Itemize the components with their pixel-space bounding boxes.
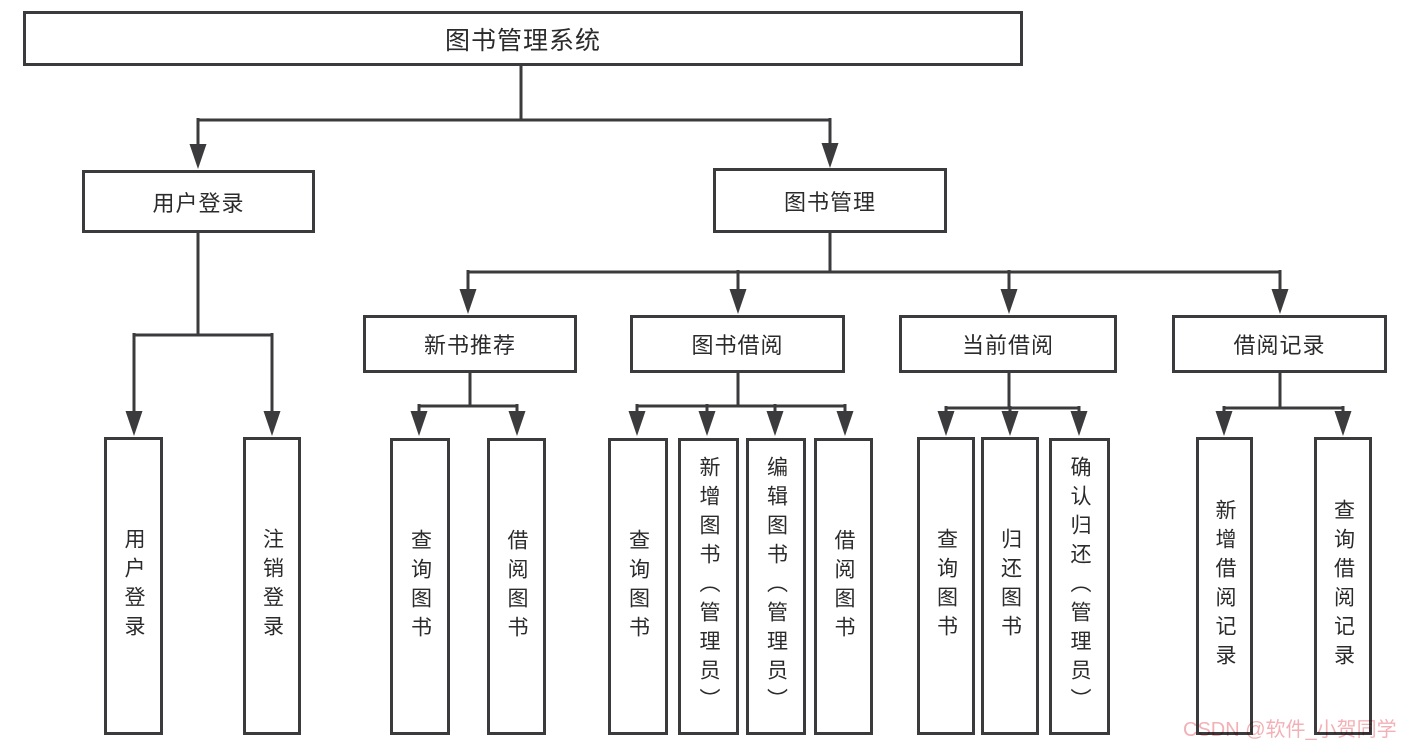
leaf-query-borrow-record-label: 查询借阅记录 (1331, 499, 1355, 673)
node-current-borrow-label: 当前借阅 (961, 333, 1054, 358)
node-user-login-label: 用户登录 (152, 190, 245, 216)
leaf-query-books-recommend: 查询图书 (390, 438, 450, 735)
node-book-management-label: 图书管理 (783, 189, 876, 215)
node-borrow-records: 借阅记录 (1172, 315, 1387, 373)
leaf-borrow-books: 借阅图书 (814, 438, 873, 735)
leaf-add-book-admin: 新增图书（管理员） (678, 438, 739, 735)
leaf-query-books-recommend-label: 查询图书 (408, 528, 432, 645)
leaf-logout-login: 注销登录 (243, 437, 301, 735)
leaf-borrow-books-recommend: 借阅图书 (487, 438, 546, 735)
node-root: 图书管理系统 (23, 11, 1023, 66)
node-new-book-recommend-label: 新书推荐 (423, 333, 516, 358)
leaf-return-book-label: 归还图书 (998, 528, 1022, 644)
leaf-logout-login-label: 注销登录 (260, 528, 284, 644)
node-book-borrow: 图书借阅 (630, 315, 845, 373)
leaf-add-book-admin-label: 新增图书（管理员） (697, 456, 720, 717)
leaf-query-books-current-label: 查询图书 (934, 528, 958, 644)
node-book-borrow-label: 图书借阅 (691, 333, 784, 358)
node-borrow-records-label: 借阅记录 (1233, 333, 1326, 358)
node-book-management: 图书管理 (713, 168, 947, 233)
leaf-borrow-books-label: 借阅图书 (832, 528, 855, 645)
leaf-user-login-label: 用户登录 (122, 528, 145, 644)
leaf-add-borrow-record: 新增借阅记录 (1196, 437, 1253, 735)
leaf-confirm-return-admin-label: 确认归还（管理员） (1068, 456, 1091, 717)
leaf-query-books-current: 查询图书 (917, 437, 975, 735)
leaf-borrow-books-recommend-label: 借阅图书 (505, 528, 528, 645)
node-new-book-recommend: 新书推荐 (363, 315, 577, 373)
leaf-query-books-borrow-label: 查询图书 (626, 528, 650, 645)
leaf-edit-book-admin-label: 编辑图书（管理员） (764, 456, 788, 717)
leaf-user-login: 用户登录 (104, 437, 163, 735)
leaf-edit-book-admin: 编辑图书（管理员） (746, 438, 806, 735)
node-root-label: 图书管理系统 (444, 26, 601, 55)
leaf-return-book: 归还图书 (981, 437, 1039, 735)
leaf-confirm-return-admin: 确认归还（管理员） (1049, 438, 1110, 735)
leaf-add-borrow-record-label: 新增借阅记录 (1213, 499, 1236, 673)
leaf-query-books-borrow: 查询图书 (608, 438, 668, 735)
node-user-login: 用户登录 (82, 170, 315, 233)
node-current-borrow: 当前借阅 (899, 315, 1117, 373)
watermark: CSDN @软件_小贺同学 (1183, 719, 1397, 741)
leaf-query-borrow-record: 查询借阅记录 (1314, 437, 1372, 735)
